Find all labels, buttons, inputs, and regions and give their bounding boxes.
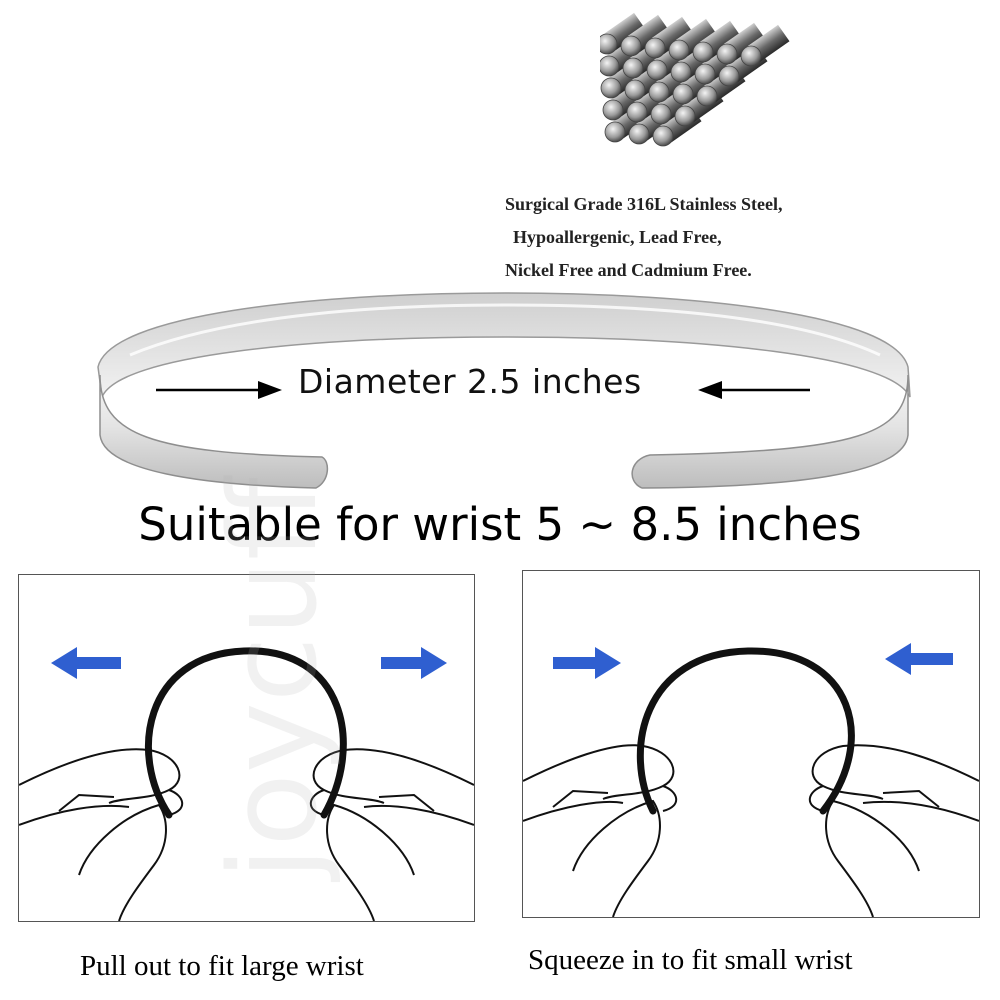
squeeze-in-panel [522,570,980,918]
arrow-left-icon [885,643,953,675]
squeeze-in-caption: Squeeze in to fit small wrist [528,944,853,976]
steel-rod-end [692,41,714,63]
steel-rod-end [628,123,650,145]
steel-rods-image [600,12,790,147]
arrow-right-icon [553,647,621,679]
steel-rod-end [600,55,620,77]
diameter-arrows [156,381,810,399]
pull-out-caption: Pull out to fit large wrist [80,950,364,982]
steel-rod-end [644,37,666,59]
steel-rod-end [600,77,622,99]
steel-rod-end [716,43,738,65]
steel-rod-end [648,81,670,103]
material-line-1: Surgical Grade 316L Stainless Steel, [505,194,783,214]
steel-rod-end [646,59,668,81]
wrist-size-headline: Suitable for wrist 5 ~ 8.5 inches [138,498,862,551]
steel-rod-end [650,103,672,125]
arrow-right-icon [381,647,447,679]
steel-rod-end [620,35,642,57]
cuff-bangle-image [97,292,911,489]
arrow-left-icon [51,647,121,679]
steel-rod-end [600,33,618,55]
steel-rod-end [604,121,626,143]
steel-rod-end [602,99,624,121]
steel-rod-end [696,85,718,107]
material-line-3: Nickel Free and Cadmium Free. [505,260,752,280]
steel-rod-end [672,83,694,105]
squeeze-in-illustration [523,643,979,917]
steel-rod-end [670,61,692,83]
steel-rod-end [674,105,696,127]
steel-rod-end [668,39,690,61]
pull-out-panel [18,574,475,922]
steel-rod-end [626,101,648,123]
pull-out-illustration [19,647,474,921]
steel-rod-end [652,125,674,147]
diameter-label: Diameter 2.5 inches [298,362,642,401]
steel-rod-end [622,57,644,79]
material-description: Surgical Grade 316L Stainless Steel, Hyp… [505,188,885,287]
steel-rod-end [624,79,646,101]
material-line-2: Hypoallergenic, Lead Free, [513,227,722,247]
steel-rod-end [718,65,740,87]
steel-rod-end [694,63,716,85]
watermark: joycuff [205,477,344,880]
steel-rod-end [740,45,762,67]
